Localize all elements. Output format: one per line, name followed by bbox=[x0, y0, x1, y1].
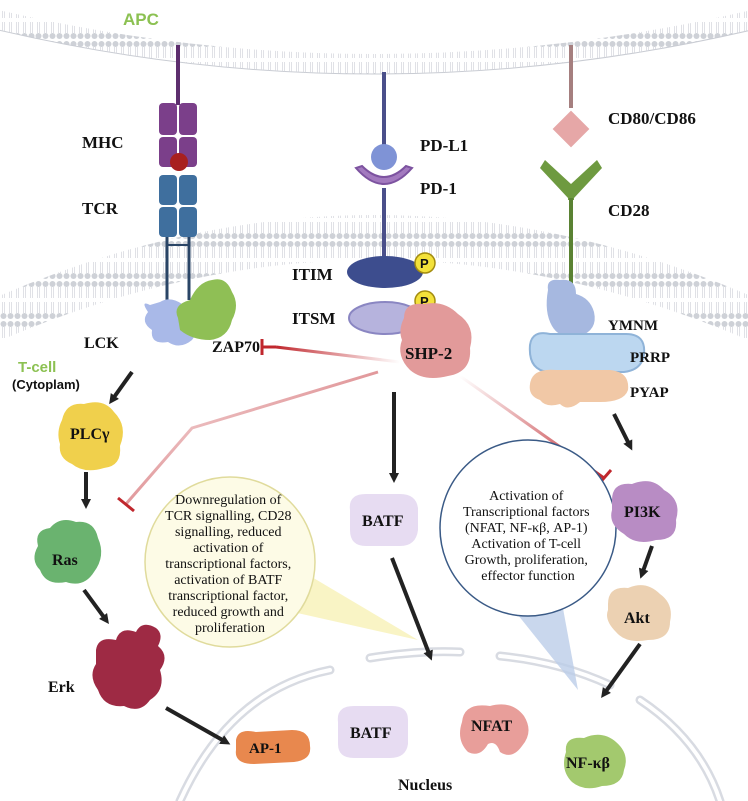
batf-label-nucleus: BATF bbox=[350, 725, 392, 742]
lck-label: LCK bbox=[84, 335, 119, 352]
right-callout-line-5: Growth, proliferation, bbox=[465, 553, 588, 568]
itsm-label: ITSM bbox=[292, 309, 335, 328]
lck-zap70-kinases bbox=[144, 279, 236, 346]
nfat-protein bbox=[460, 704, 529, 755]
left-callout-line-8: reduced growth and bbox=[173, 605, 284, 620]
pi3k-protein bbox=[611, 481, 678, 542]
shp2-label: SHP-2 bbox=[405, 344, 452, 363]
left-callout-line-4: activation of bbox=[193, 541, 264, 556]
shp2-protein bbox=[400, 303, 472, 378]
batf-cytoplasm-protein bbox=[349, 494, 418, 546]
p-phospho-2: P bbox=[420, 294, 429, 309]
ras-protein bbox=[34, 520, 102, 584]
ap1-protein bbox=[235, 730, 311, 764]
arrow-lck-plcg bbox=[109, 370, 134, 405]
pd1-label: PD-1 bbox=[420, 179, 457, 198]
arrow-pi3k-akt bbox=[638, 545, 654, 579]
apc-label: APC bbox=[123, 10, 159, 29]
ymnm-label: YMNM bbox=[608, 318, 658, 334]
akt-protein bbox=[607, 585, 671, 641]
left-callout-line-5: transcriptional factors, bbox=[165, 557, 291, 572]
left-callout-line-6: activation of BATF bbox=[174, 573, 282, 588]
tcell-membrane-band bbox=[0, 215, 748, 341]
arrow-erk-ap1 bbox=[165, 706, 231, 745]
nfkb-protein bbox=[564, 734, 626, 789]
pi3k-label: PI3K bbox=[624, 504, 661, 521]
mhc-label: MHC bbox=[82, 133, 124, 152]
inhibition-zap70 bbox=[260, 339, 401, 364]
left-callout-tail bbox=[284, 570, 418, 640]
right-callout-text: Activation of Transcriptional factors (N… bbox=[463, 489, 593, 584]
arrow-ras-erk bbox=[82, 588, 109, 625]
batf-label-cytoplasm: BATF bbox=[362, 513, 404, 530]
cd80-cd28-complex bbox=[528, 45, 646, 408]
pdl1-label: PD-L1 bbox=[420, 136, 468, 155]
zap70-label: ZAP70 bbox=[212, 339, 260, 356]
left-callout-line-2: TCR signalling, CD28 bbox=[165, 509, 291, 524]
right-callout-bubble bbox=[439, 439, 617, 617]
cytoplam-label: (Cytoplam) bbox=[12, 377, 80, 392]
nfkb-label: NF-κβ bbox=[566, 755, 610, 772]
ap1-label: AP-1 bbox=[249, 741, 282, 757]
cd80-label: CD80/CD86 bbox=[608, 109, 696, 128]
left-callout-line-7: transcriptional factor, bbox=[168, 589, 288, 604]
left-callout-line-3: signalling, reduced bbox=[175, 525, 282, 540]
itim-label: ITIM bbox=[292, 265, 333, 284]
inhibition-ras bbox=[117, 370, 379, 513]
nfat-label: NFAT bbox=[471, 718, 513, 735]
antigen-peptide bbox=[170, 153, 188, 171]
right-callout-line-6: effector function bbox=[481, 569, 574, 584]
pyap-label: PYAP bbox=[630, 385, 669, 401]
left-callout-bubble bbox=[144, 476, 316, 648]
nucleus-label: Nucleus bbox=[398, 777, 452, 794]
erk-protein bbox=[92, 624, 165, 709]
left-callout-line-1: Downregulation of bbox=[175, 493, 281, 508]
right-callout-line-2: Transcriptional factors bbox=[463, 505, 590, 520]
right-callout-line-1: Activation of bbox=[489, 489, 564, 504]
right-callout-line-4: Activation of T-cell bbox=[471, 537, 581, 552]
mhc-tcr-complex bbox=[159, 45, 197, 300]
left-callout-line-9: proliferation bbox=[195, 621, 265, 636]
plcg-protein bbox=[58, 402, 123, 471]
tcr-label: TCR bbox=[82, 199, 119, 218]
arrow-cd28-pi3k bbox=[612, 413, 633, 451]
ras-label: Ras bbox=[52, 552, 78, 569]
cd28-label: CD28 bbox=[608, 201, 650, 220]
right-callout-line-3: (NFAT, NF-κβ, AP-1) bbox=[465, 521, 588, 536]
prrp-label: PRRP bbox=[630, 350, 670, 366]
akt-label: Akt bbox=[624, 610, 650, 627]
tcell-label: T-cell bbox=[18, 359, 56, 376]
arrow-akt-nucleus bbox=[601, 642, 642, 699]
plcg-label: PLCγ bbox=[70, 426, 110, 443]
erk-label: Erk bbox=[48, 679, 75, 696]
arrow-batf-nucleus bbox=[390, 557, 433, 661]
left-callout-text: Downregulation of TCR signalling, CD28 s… bbox=[165, 493, 295, 636]
batf-nucleus-protein bbox=[337, 706, 408, 758]
p-phospho-1: P bbox=[420, 256, 429, 271]
